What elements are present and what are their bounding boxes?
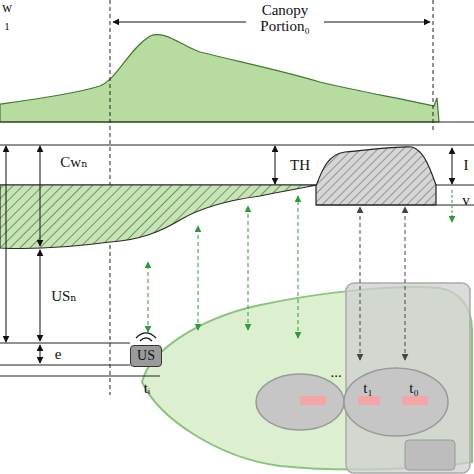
partial-label: I — [464, 157, 469, 173]
grey-portion — [316, 147, 436, 205]
wheel — [344, 368, 448, 436]
sensor-beam — [198, 226, 199, 330]
time-label: t₁ — [363, 380, 372, 396]
sensor-beam — [405, 207, 406, 360]
sonar-wave — [136, 333, 156, 338]
canopy-profile — [0, 35, 439, 122]
ground-line — [0, 122, 474, 123]
reference-line — [316, 205, 474, 206]
partial-label: w — [2, 0, 12, 16]
sensor-beam — [360, 207, 361, 360]
red-bar — [300, 396, 326, 405]
red-bar — [358, 396, 380, 405]
dimension-arrow — [40, 250, 41, 341]
dimension-label: e — [55, 346, 62, 362]
hitch — [405, 440, 455, 470]
dimension-label: USₙ — [51, 288, 77, 304]
partial-label: 1 — [4, 18, 10, 34]
section-line — [433, 0, 434, 130]
reference-line — [0, 365, 130, 366]
reference-line — [0, 343, 130, 344]
canopy-width-band — [0, 185, 318, 249]
sonar-wave — [140, 338, 152, 341]
wheel — [256, 374, 344, 430]
sensor-beam — [298, 196, 299, 338]
sensor-box: US — [130, 345, 162, 367]
sensor-beam — [248, 206, 249, 330]
dimension-arrow — [40, 345, 41, 363]
threshold-label: TH — [290, 157, 310, 173]
time-label: t₀ — [409, 380, 418, 396]
ellipsis-label: ... — [330, 364, 341, 380]
reference-line — [0, 376, 160, 377]
dimension-arrow — [40, 146, 41, 246]
velocity-arrow — [452, 190, 453, 222]
reference-line — [0, 145, 474, 146]
dimension-arrow — [6, 146, 7, 342]
time-label: tᵢ — [144, 380, 151, 396]
sensor-beam — [148, 262, 149, 332]
dimension-arrow — [275, 146, 276, 184]
dimension-arrow — [452, 148, 453, 184]
partial-label: v — [462, 192, 470, 208]
section-label: Canopy Portion₀ — [246, 2, 324, 34]
node-label: US — [137, 348, 155, 364]
dimension-label: Cwₙ — [60, 154, 87, 170]
red-bar — [402, 396, 428, 405]
